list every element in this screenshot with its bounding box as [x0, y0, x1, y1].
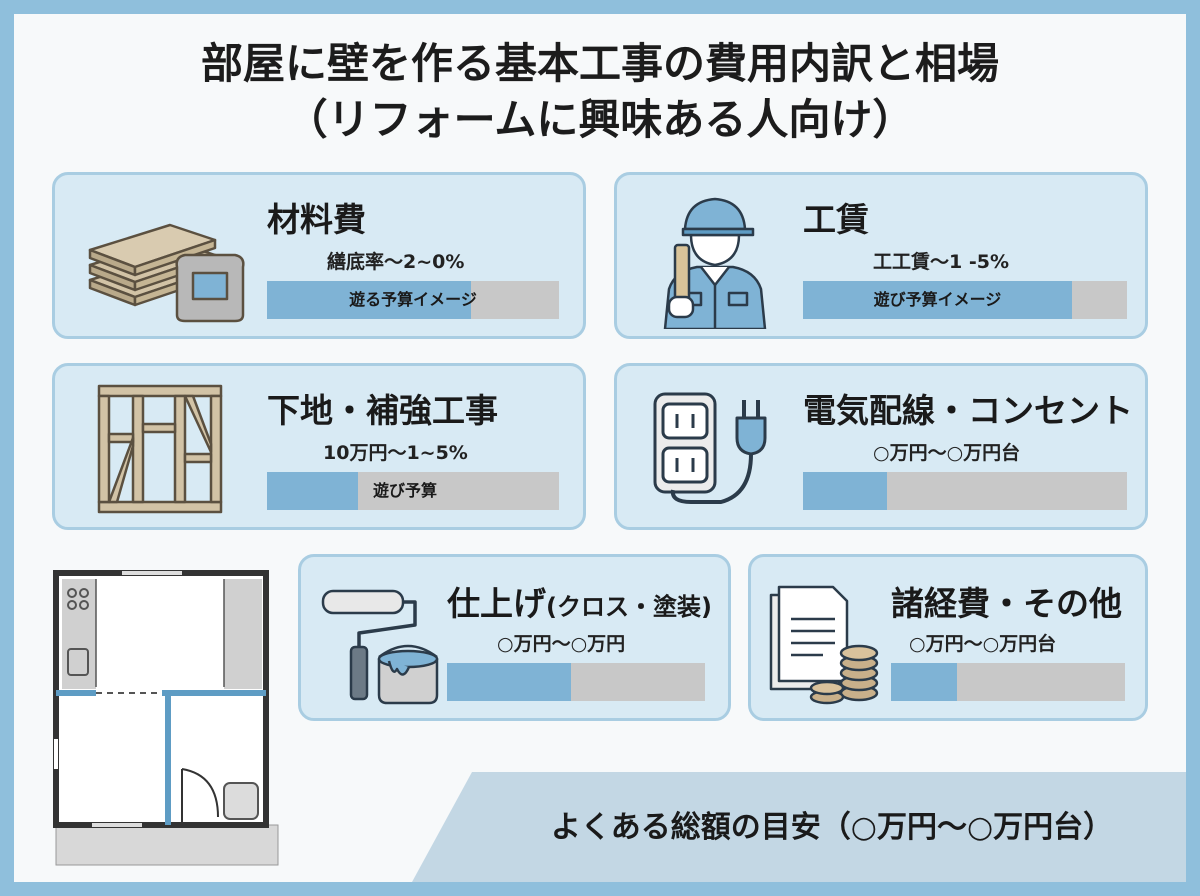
documents-and-coins-icon [769, 585, 879, 705]
card-materials-range: 繕底率〜2~0% [327, 251, 465, 273]
card-labor-bar-label: 遊び予算イメージ [873, 290, 1002, 309]
card-finishing-bar-label [447, 663, 705, 701]
card-finishing-title-sub: (クロス・塗装) [546, 593, 712, 621]
card-finishing-bar-fill [447, 663, 571, 701]
card-finishing-title: 仕上げ(クロス・塗装) [447, 577, 712, 625]
card-labor-bar-fill [803, 281, 1072, 319]
infographic-canvas: 部屋に壁を作る基本工事の費用内訳と相場 （リフォームに興味ある人向け） 材料費 … [14, 14, 1186, 882]
card-materials-bar-fill [267, 281, 472, 319]
card-misc-bar [891, 663, 1125, 701]
card-framing-title: 下地・補強工事 [267, 391, 498, 430]
lumber-and-bag-icon [88, 223, 245, 323]
card-labor-bar: 遊び予算イメージ [803, 281, 1127, 319]
card-materials-title: 材料費 [267, 200, 366, 239]
total-estimate-text: よくある総額の目安（○万円〜○万円台） [550, 810, 1114, 845]
card-misc: 諸経費・その他 ○万円〜○万円台 [748, 554, 1148, 721]
card-electrical-bar-label [803, 472, 1127, 510]
card-misc-bar-label [891, 663, 1125, 701]
card-framing-bar-fill [267, 472, 358, 510]
worker-icon [663, 197, 767, 329]
card-finishing-range: ○万円〜○万円 [497, 633, 626, 655]
card-framing-range: 10万円〜1~5% [323, 442, 468, 464]
outlet-and-plug-icon [653, 392, 767, 504]
page-title: 部屋に壁を作る基本工事の費用内訳と相場 （リフォームに興味ある人向け） [14, 36, 1186, 148]
card-electrical-bar-fill [803, 472, 888, 510]
card-framing-bar: 遊び予算 [267, 472, 559, 510]
card-finishing-bar [447, 663, 705, 701]
card-electrical-range: ○万円〜○万円台 [873, 442, 1021, 464]
card-labor: 工賃 工工賃〜1 -5% 遊び予算イメージ [614, 172, 1148, 339]
total-estimate-banner: よくある総額の目安（○万円〜○万円台） [412, 772, 1186, 882]
floor-plan-icon [53, 570, 279, 866]
card-finishing-title-main: 仕上げ [447, 584, 546, 623]
wall-frame-icon [97, 384, 223, 514]
card-labor-title: 工賃 [803, 200, 869, 239]
card-electrical-bar [803, 472, 1127, 510]
card-framing-bar-label: 遊び予算 [373, 481, 438, 500]
card-materials-bar: 遊る予算イメージ [267, 281, 559, 319]
title-line-2: （リフォームに興味ある人向け） [285, 95, 915, 144]
card-misc-range: ○万円〜○万円台 [909, 633, 1057, 655]
title-line-1: 部屋に壁を作る基本工事の費用内訳と相場 [200, 39, 999, 88]
card-materials-bar-label: 遊る予算イメージ [349, 290, 477, 309]
paint-roller-icon [321, 589, 439, 705]
card-materials: 材料費 繕底率〜2~0% 遊る予算イメージ [52, 172, 586, 339]
card-misc-bar-fill [891, 663, 957, 701]
card-electrical: 電気配線・コンセント ○万円〜○万円台 [614, 363, 1148, 530]
card-misc-title: 諸経費・その他 [891, 584, 1122, 623]
card-electrical-title: 電気配線・コンセント [803, 391, 1133, 430]
card-finishing: 仕上げ(クロス・塗装) ○万円〜○万円 [298, 554, 731, 721]
card-labor-range: 工工賃〜1 -5% [873, 251, 1009, 273]
card-framing: 下地・補強工事 10万円〜1~5% 遊び予算 [52, 363, 586, 530]
